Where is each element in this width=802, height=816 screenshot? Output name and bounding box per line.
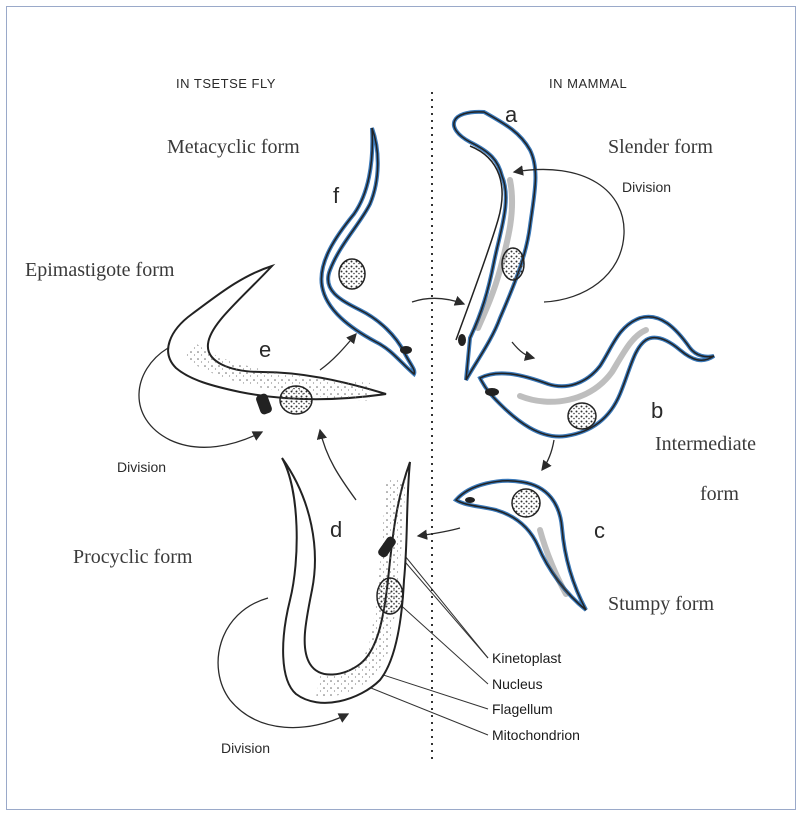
legend-nucleus: Nucleus: [492, 676, 543, 692]
label-procyclic-form: Procyclic form: [73, 546, 193, 568]
label-metacyclic-form: Metacyclic form: [167, 136, 300, 158]
stage-letter-d: d: [330, 517, 342, 542]
division-label-epimastigote: Division: [117, 459, 166, 475]
label-slender-form: Slender form: [608, 136, 713, 158]
stage-letter-c: c: [594, 518, 605, 543]
label-epimastigote-form: Epimastigote form: [25, 259, 175, 281]
division-label-slender: Division: [622, 179, 671, 195]
legend-flagellum: Flagellum: [492, 701, 553, 717]
header-mammal: IN MAMMAL: [549, 76, 627, 91]
metacyclic-form-cell: [321, 128, 414, 374]
procyclic-form-cell: [282, 458, 410, 703]
stage-letter-a: a: [505, 102, 518, 127]
label-stumpy-form: Stumpy form: [608, 593, 715, 615]
intermediate-form-cell: [480, 317, 714, 437]
label-intermediate-form-line2: form: [700, 483, 739, 505]
slender-form-cell: [454, 112, 536, 380]
header-tsetse-fly: IN TSETSE FLY: [176, 76, 276, 91]
stage-letter-f: f: [333, 183, 340, 208]
stage-letter-b: b: [651, 398, 663, 423]
legend-kinetoplast: Kinetoplast: [492, 650, 561, 666]
division-label-procyclic: Division: [221, 740, 270, 756]
legend-mitochondrion: Mitochondrion: [492, 727, 580, 743]
label-intermediate-form-line1: Intermediate: [655, 433, 756, 455]
stage-letter-e: e: [259, 337, 271, 362]
stumpy-form-cell: [456, 481, 586, 610]
